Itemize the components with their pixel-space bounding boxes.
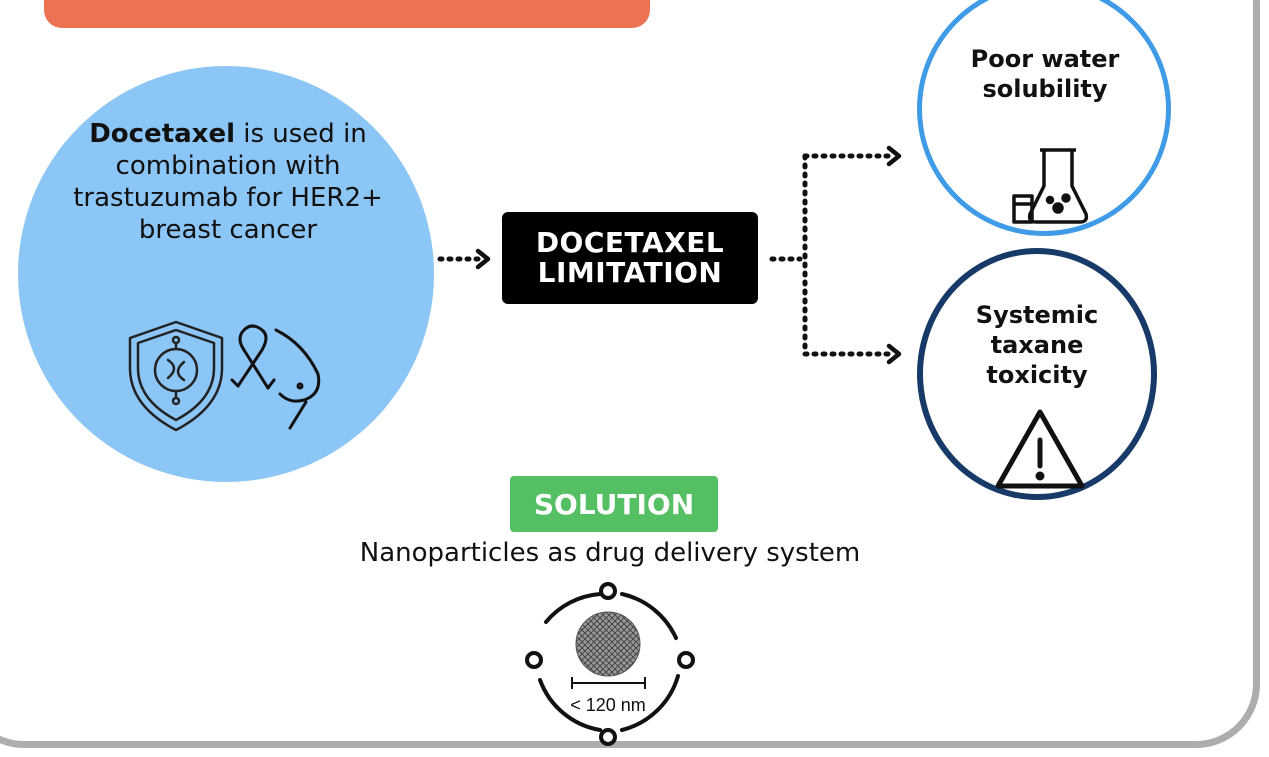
breast-icon xyxy=(274,328,321,430)
toxicity-line-3: toxicity xyxy=(986,361,1088,389)
limitation-box: DOCETAXEL LIMITATION xyxy=(502,212,758,304)
solubility-circle xyxy=(917,0,1171,236)
solution-tag: SOLUTION xyxy=(510,476,718,532)
header-banner xyxy=(44,0,650,28)
warning-triangle-icon xyxy=(995,409,1085,489)
solution-description: Nanoparticles as drug delivery system xyxy=(359,538,861,568)
toxicity-line-1: Systemic xyxy=(975,301,1099,329)
branch-arrows xyxy=(769,145,902,365)
toxicity-line-2: taxane xyxy=(990,331,1084,359)
arrow-to-limitation xyxy=(437,248,491,270)
toxicity-circle xyxy=(917,248,1157,500)
lab-flask-icon xyxy=(1012,148,1089,224)
size-label: < 120 nm xyxy=(570,695,646,715)
docetaxel-bold: Docetaxel xyxy=(89,119,235,149)
limitation-line-1: DOCETAXEL xyxy=(535,226,725,259)
awareness-ribbon-icon xyxy=(230,324,276,390)
toxicity-label: Systemic taxane toxicity xyxy=(935,300,1139,390)
nanoparticle-icon: < 120 nm xyxy=(525,582,695,746)
solubility-line-2: solubility xyxy=(982,75,1108,103)
docetaxel-rest: is used in combination with trastuzumab … xyxy=(73,119,383,245)
docetaxel-description: Docetaxel is used in combination with tr… xyxy=(58,118,398,246)
solubility-line-1: Poor water xyxy=(970,45,1120,73)
limitation-line-2: LIMITATION xyxy=(537,256,723,289)
solubility-label: Poor water solubility xyxy=(935,44,1155,104)
shield-cell-icon xyxy=(128,320,224,432)
docetaxel-circle xyxy=(18,66,434,482)
